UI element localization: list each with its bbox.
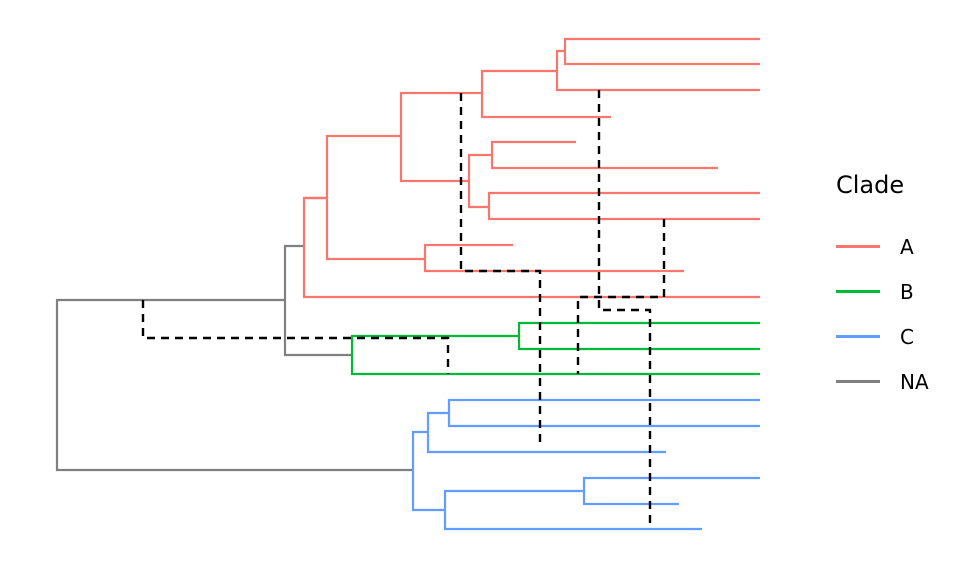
reticulation-link-24	[576, 219, 666, 374]
clade-c-branch-19	[443, 489, 702, 531]
clade-a-branch-12	[487, 191, 760, 221]
legend-item-b: B	[836, 269, 946, 314]
legend-key-na	[836, 380, 880, 383]
clade-c-branch-17	[426, 411, 666, 454]
root-branch-1	[55, 298, 413, 472]
reticulation-link-22	[459, 93, 542, 446]
reticulation-link-21	[141, 300, 450, 374]
legend-key-c	[836, 335, 880, 338]
clade-a-branch-10	[467, 153, 492, 209]
clade-a-branch-7	[480, 69, 611, 119]
clade-a-branch-11	[490, 140, 718, 170]
clade-c-branch-20	[582, 476, 760, 506]
inner-branch-2	[283, 244, 352, 357]
clade-a-branch-5	[325, 134, 425, 261]
clade-a-branch-3	[302, 196, 760, 299]
clade-a-branch-13	[423, 243, 684, 273]
legend-label-c: C	[900, 324, 914, 349]
clade-c-branch-18	[447, 398, 760, 428]
legend-label-a: A	[900, 234, 914, 259]
clade-c-branch-16	[411, 430, 445, 512]
legend-label-b: B	[900, 279, 914, 304]
legend-key-a	[836, 245, 880, 248]
legend-title: Clade	[836, 171, 905, 199]
legend-item-c: C	[836, 314, 946, 359]
clade-b-branch-14	[350, 334, 760, 376]
legend-item-a: A	[836, 224, 946, 269]
legend-key-b	[836, 290, 880, 293]
legend: Clade A B C NA	[836, 168, 946, 404]
clade-b-branch-15	[517, 321, 760, 351]
reticulation-link-23	[597, 90, 652, 529]
legend-label-na: NA	[900, 369, 929, 394]
clade-a-branch-8	[555, 49, 760, 92]
clade-a-branch-9	[563, 37, 760, 66]
clade-a-branch-6	[399, 91, 482, 183]
legend-item-na: NA	[836, 359, 946, 404]
